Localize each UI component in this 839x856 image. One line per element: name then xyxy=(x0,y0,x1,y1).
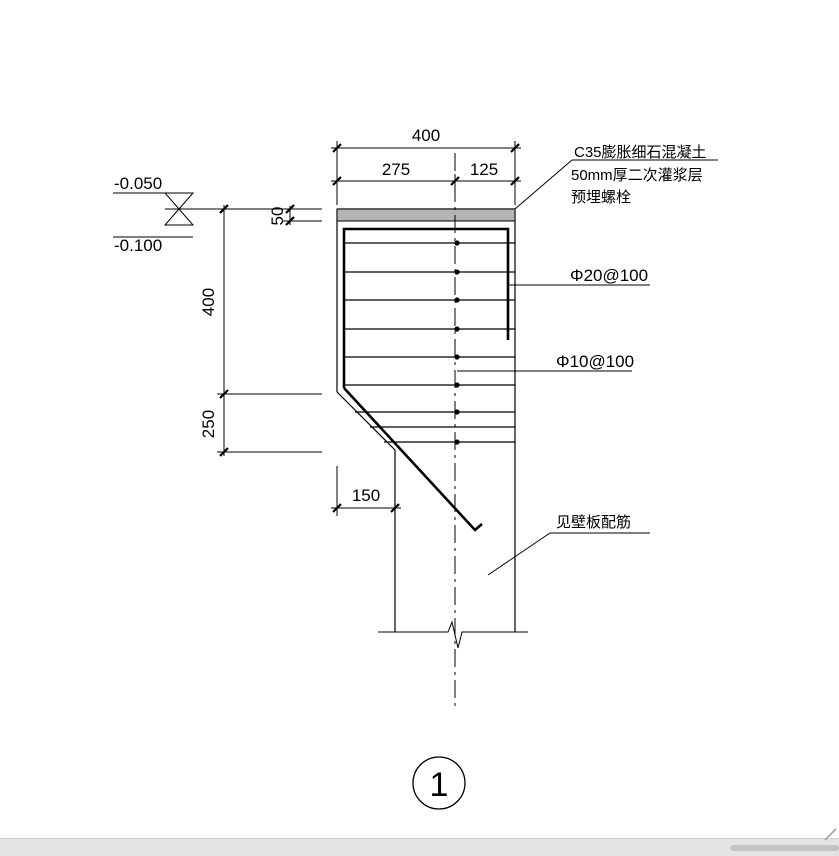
status-bar xyxy=(0,828,839,856)
dim-top-right: 125 xyxy=(470,160,498,179)
structure-outline xyxy=(336,208,528,649)
dim-height-upper: 400 xyxy=(199,288,218,316)
section-marker: 1 xyxy=(412,756,466,810)
resize-grip-icon[interactable] xyxy=(823,827,837,841)
rebar-diagonal xyxy=(343,387,483,532)
distribution-bars xyxy=(344,242,515,443)
dim-bottom-width: 150 xyxy=(352,486,380,505)
wall-annotation: 见壁板配筋 xyxy=(487,513,650,576)
break-line xyxy=(378,620,528,649)
rebar-main xyxy=(342,227,510,388)
bottom-dimension: 150 xyxy=(331,466,401,516)
concrete-annotation: C35膨胀细石混凝土 50mm厚二次灌浆层 预埋螺栓 xyxy=(514,144,718,210)
elevation-marks: -0.050 -0.100 xyxy=(113,174,228,255)
rebar-dots xyxy=(454,240,460,445)
label-concrete-line2: 50mm厚二次灌浆层 xyxy=(571,166,703,184)
label-rebar-main: Φ20@100 xyxy=(570,266,648,285)
label-concrete-line3: 预埋螺栓 xyxy=(571,189,631,206)
grout-dimension: 50 xyxy=(268,204,322,226)
horizontal-scrollbar[interactable] xyxy=(730,845,839,851)
left-dimensions: 400 250 xyxy=(199,204,322,457)
dim-height-lower: 250 xyxy=(199,410,218,438)
top-dimensions: 400 275 125 xyxy=(331,126,521,205)
dim-grout: 50 xyxy=(268,207,287,226)
rebar-annotations: Φ20@100 Φ10@100 xyxy=(457,266,650,372)
dim-top-total: 400 xyxy=(412,126,440,145)
section-number: 1 xyxy=(430,766,449,804)
label-concrete-line1: C35膨胀细石混凝土 xyxy=(574,144,707,161)
label-rebar-stirrup: Φ10@100 xyxy=(556,352,634,371)
level-lower: -0.100 xyxy=(114,236,162,255)
level-upper: -0.050 xyxy=(114,174,162,193)
label-wall-reference: 见壁板配筋 xyxy=(556,513,631,531)
grout-layer xyxy=(336,208,516,222)
dim-top-left: 275 xyxy=(382,160,410,179)
